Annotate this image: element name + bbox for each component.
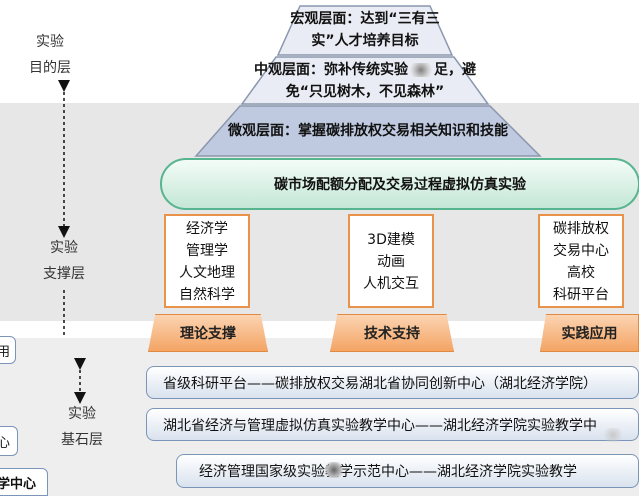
tier-label-line: 实验 bbox=[36, 34, 64, 50]
platform-label: 经济管理国家级实验教学示范中心——湖北经济学院实验教学 bbox=[199, 464, 577, 480]
blur-artifact bbox=[602, 428, 624, 442]
tier-label-line: 目的层 bbox=[29, 60, 71, 76]
pillar-practice: 碳排放权 交易中心 高校 科研平台 bbox=[538, 214, 624, 308]
core-experiment-label: 碳市场配额分配及交易过程虚拟仿真实验 bbox=[274, 177, 526, 193]
support-label: 技术支持 bbox=[364, 326, 420, 342]
tier-label-support: 实验 支撑层 bbox=[34, 238, 94, 284]
pillar-line: 3D建模 bbox=[367, 232, 415, 248]
pyramid-text-line: 免“只见树木，不见森林” bbox=[285, 84, 445, 100]
pillar-technology: 3D建模 动画 人机交互 bbox=[348, 214, 434, 308]
support-label: 理论支撑 bbox=[180, 326, 236, 342]
pyramid-text-line: 宏观层面：达到“三有三 bbox=[290, 11, 440, 27]
pyramid-micro-text: 微观层面：掌握碳排放权交易相关知识和技能 bbox=[200, 120, 536, 142]
platform-label: 省级科研平台——碳排放权交易湖北省协同创新中心（湖北经济学院） bbox=[163, 375, 597, 392]
platform-row-virtual-sim: 湖北省经济与管理虚拟仿真实验教学中心——湖北经济学院实验教学中 bbox=[146, 408, 639, 441]
tier-label-purpose: 实验 目的层 bbox=[20, 32, 80, 78]
pyramid-text-line: 微观层面：掌握碳排放权交易相关知识和技能 bbox=[228, 123, 508, 139]
pillar-line: 科研平台 bbox=[553, 287, 609, 303]
pillar-line: 交易中心 bbox=[553, 243, 609, 259]
pillar-line: 人机交互 bbox=[363, 276, 419, 292]
support-theory: 理论支撑 bbox=[148, 314, 268, 352]
pillar-line: 动画 bbox=[377, 254, 405, 270]
tier-label-foundation: 实验 基石层 bbox=[52, 404, 112, 450]
pillar-line: 碳排放权 bbox=[553, 221, 609, 237]
left-fragment-label: 学中心 bbox=[0, 476, 37, 492]
pyramid-macro-level bbox=[276, 5, 454, 56]
blur-artifact bbox=[325, 462, 343, 478]
pyramid-text-segment: 足，避 bbox=[434, 62, 476, 78]
platform-row-national: 经济管理国家级实验教学示范中心——湖北经济学院实验教学 bbox=[176, 454, 639, 488]
pyramid-text-line: 中观层面：弥补传统实验 足，避 bbox=[244, 59, 486, 81]
pillar-line: 经济学 bbox=[186, 221, 228, 237]
pyramid-text-segment: 中观层面：弥补传统实验 bbox=[254, 62, 408, 78]
pillar-line: 人文地理 bbox=[179, 265, 235, 281]
tier-label-line: 实验 bbox=[68, 406, 96, 422]
pyramid-text-line: 实”人才培养目标 bbox=[311, 33, 419, 49]
pyramid-meso-text: 中观层面：弥补传统实验 足，避 免“只见树木，不见森林” bbox=[244, 59, 486, 103]
support-practice: 实践应用 bbox=[540, 314, 639, 352]
pillar-theory: 经济学 管理学 人文地理 自然科学 bbox=[164, 214, 250, 308]
left-fragment-box: 用 bbox=[0, 336, 16, 364]
tier-label-line: 基石层 bbox=[61, 432, 103, 448]
pyramid-micro-level bbox=[194, 105, 542, 157]
pillar-line: 管理学 bbox=[186, 243, 228, 259]
left-fragment-label: 用 bbox=[0, 341, 10, 360]
support-technology: 技术支持 bbox=[330, 314, 454, 352]
platform-row-provincial: 省级科研平台——碳排放权交易湖北省协同创新中心（湖北经济学院） bbox=[146, 366, 639, 399]
pillar-line: 高校 bbox=[567, 265, 595, 281]
tier-label-line: 实验 bbox=[50, 240, 78, 256]
blurred-glyph bbox=[408, 63, 434, 77]
pillar-line: 自然科学 bbox=[179, 287, 235, 303]
core-experiment-box: 碳市场配额分配及交易过程虚拟仿真实验 bbox=[160, 158, 639, 210]
support-label: 实践应用 bbox=[561, 326, 618, 342]
left-fragment-box: 心 bbox=[0, 426, 18, 456]
platform-label: 湖北省经济与管理虚拟仿真实验教学中心——湖北经济学院实验教学中 bbox=[163, 417, 597, 434]
tier-label-line: 支撑层 bbox=[43, 266, 85, 282]
left-fragment-label: 心 bbox=[0, 432, 10, 451]
pyramid-macro-text: 宏观层面：达到“三有三 实”人才培养目标 bbox=[280, 8, 450, 52]
left-fragment-box: 学中心 bbox=[0, 468, 48, 496]
